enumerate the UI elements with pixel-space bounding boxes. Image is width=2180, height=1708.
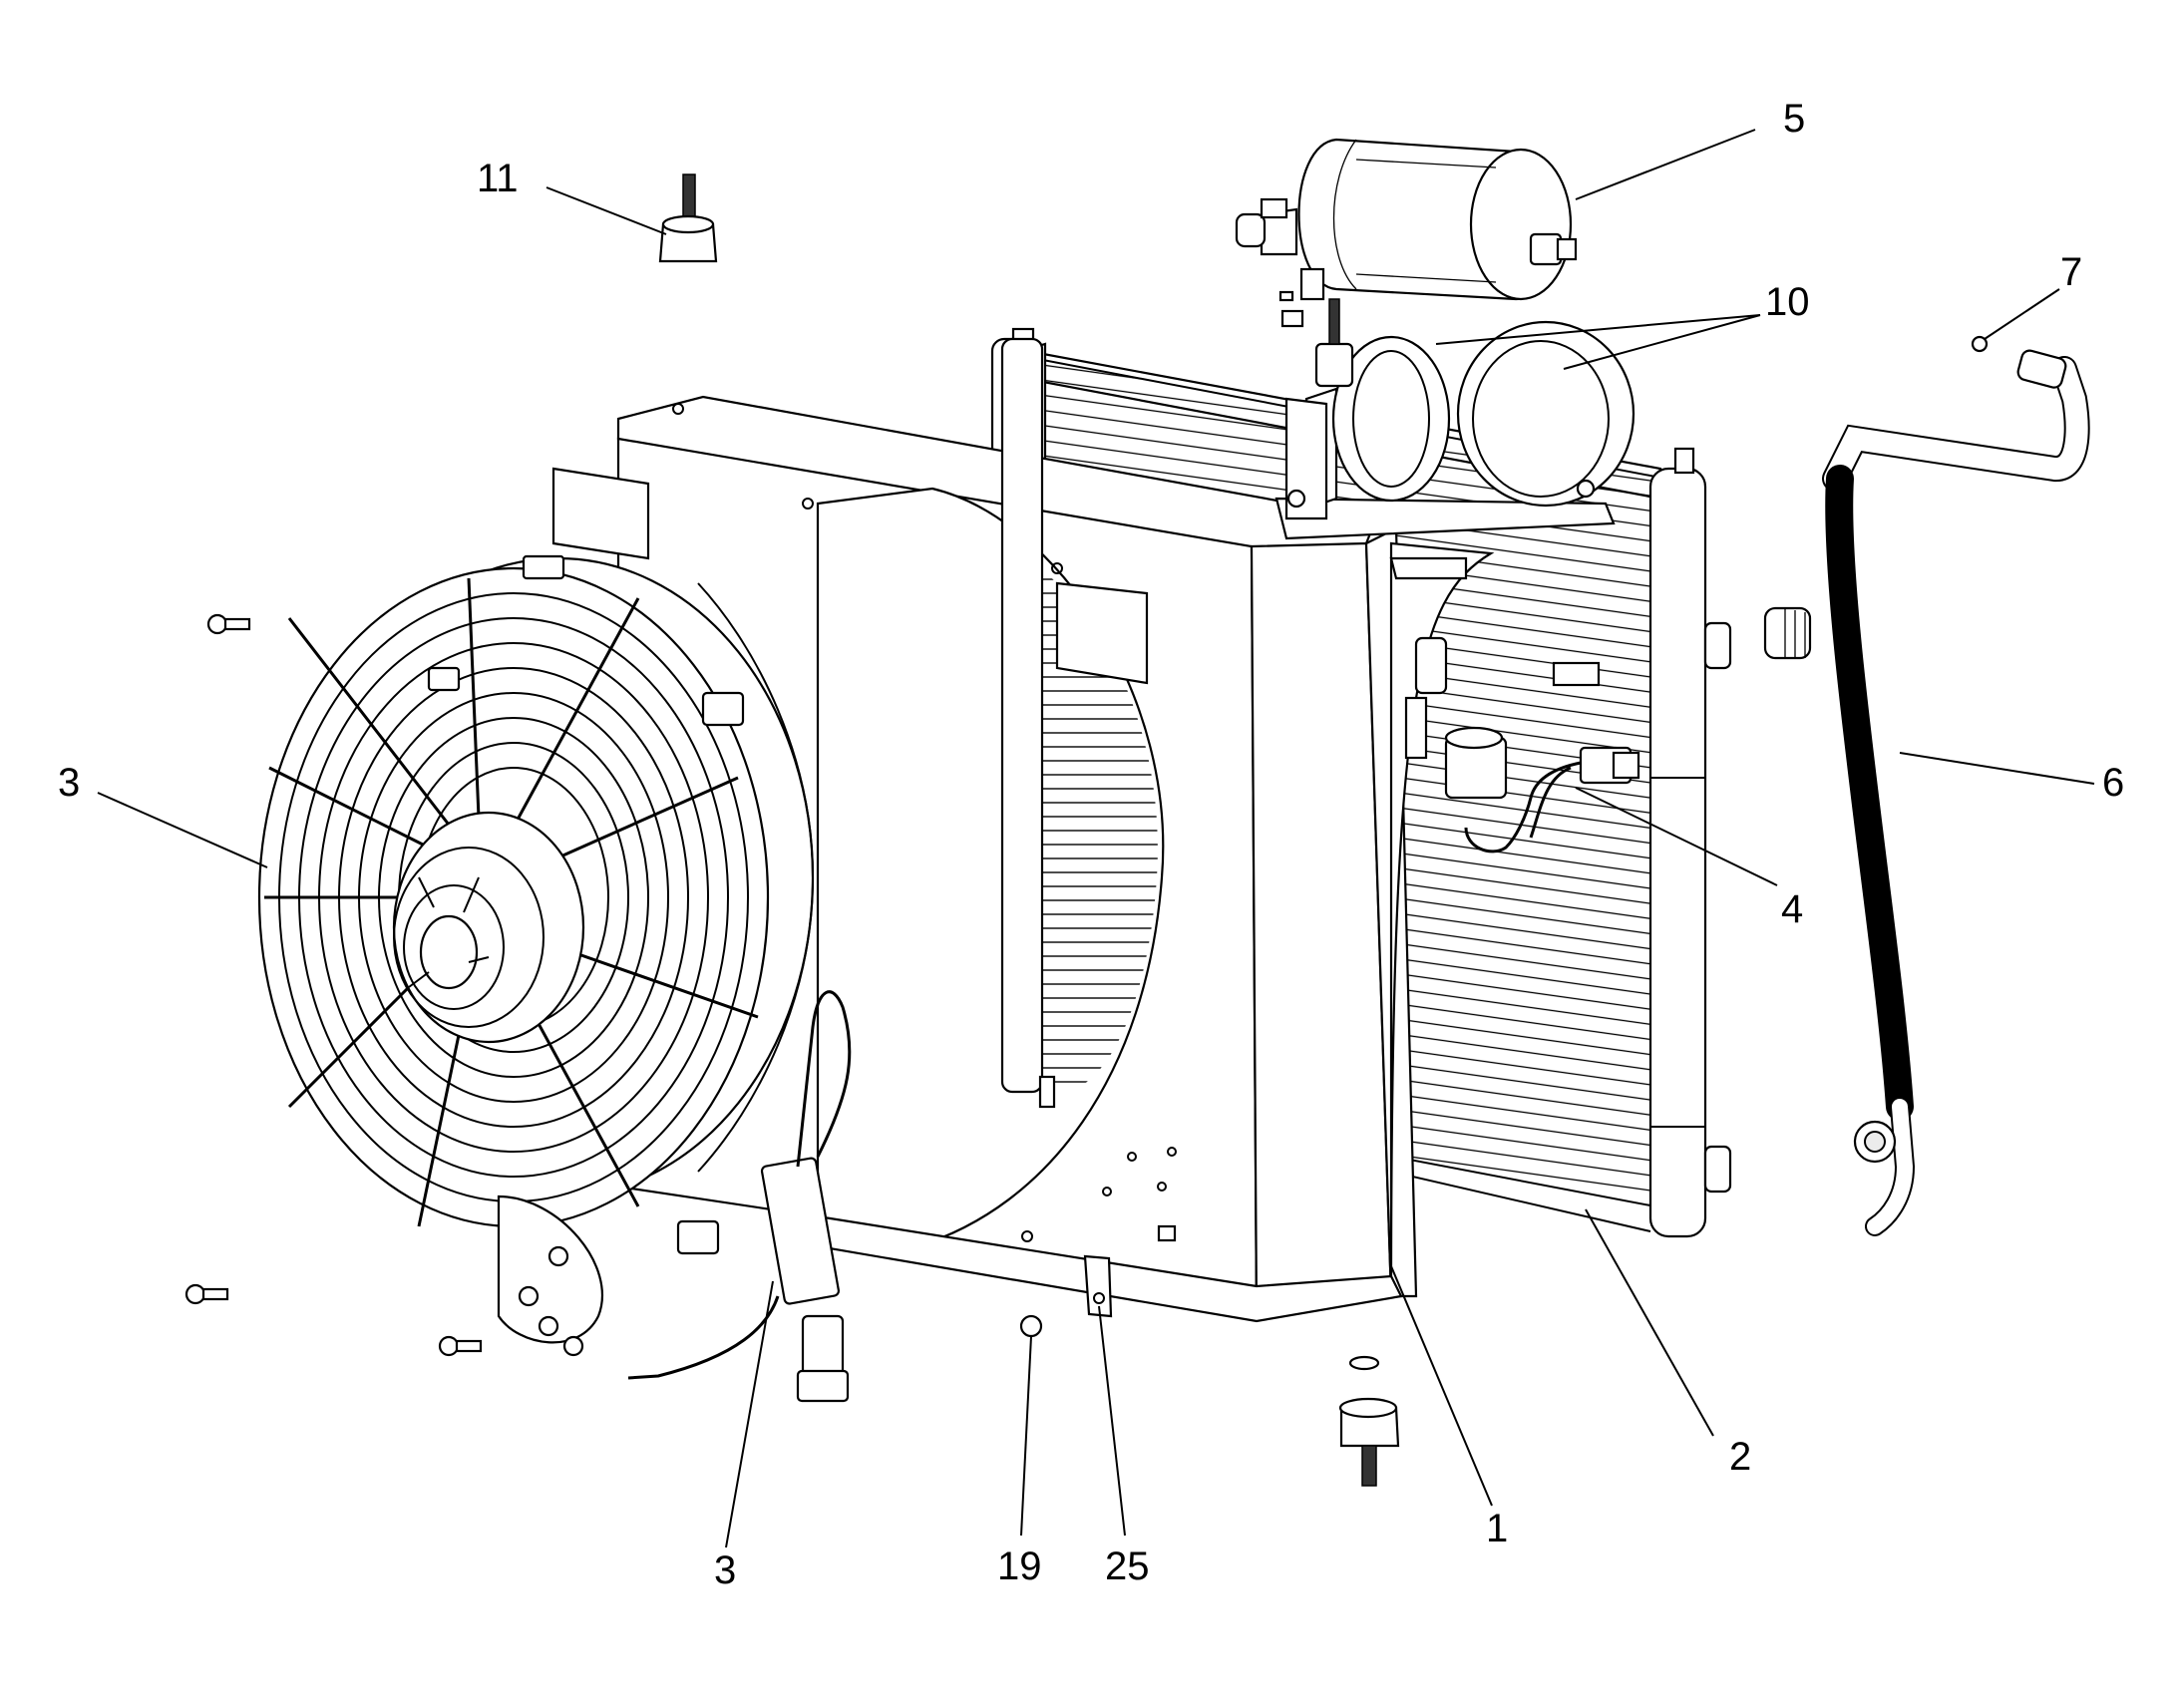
callout-2: 2 xyxy=(1729,1435,1751,1479)
fan-shroud xyxy=(551,337,1495,1323)
leader-lines xyxy=(97,129,2095,1548)
rubber-mount-top xyxy=(658,173,718,263)
callout-7: 7 xyxy=(2060,250,2082,294)
receiver-drier xyxy=(1235,138,1578,301)
callout-3-harness: 3 xyxy=(714,1548,736,1592)
callout-1: 1 xyxy=(1486,1507,1508,1550)
pressure-switch xyxy=(1404,636,1640,854)
electric-fan xyxy=(184,554,852,1403)
grommet-19 xyxy=(1019,1314,1043,1338)
screw-mid-left xyxy=(184,1283,229,1305)
callout-10: 10 xyxy=(1765,280,1810,324)
callout-25: 25 xyxy=(1105,1544,1150,1588)
callout-19: 19 xyxy=(997,1544,1042,1588)
receiver-bracket-clamps xyxy=(1274,290,1635,540)
ac-hose xyxy=(1763,335,2090,1236)
callout-5: 5 xyxy=(1783,97,1805,141)
callout-4: 4 xyxy=(1781,887,1803,931)
screw-top-left xyxy=(206,613,251,635)
callout-6: 6 xyxy=(2102,761,2124,805)
screw-bottom-left xyxy=(438,1335,483,1357)
callout-labels: 11 5 10 7 3 6 4 2 1 3 19 25 xyxy=(58,97,2124,1592)
rubber-mount-bottom xyxy=(1338,1355,1400,1487)
callout-3-fan: 3 xyxy=(58,761,80,805)
callout-11: 11 xyxy=(477,157,519,200)
